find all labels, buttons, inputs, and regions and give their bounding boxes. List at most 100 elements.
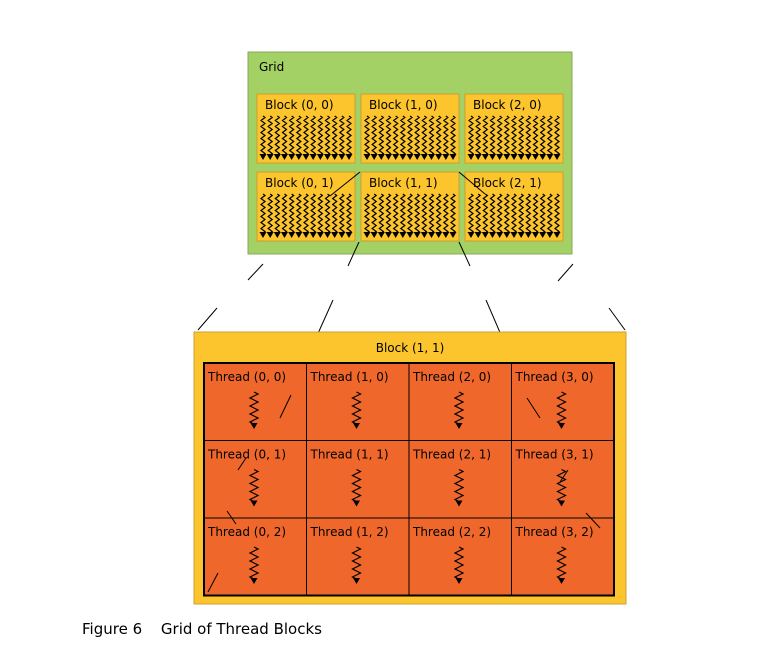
mini-thread-icon xyxy=(363,193,371,238)
thread-wave xyxy=(338,115,345,156)
grid-block-label: Block (1, 0) xyxy=(369,98,438,112)
thread-wave xyxy=(475,193,482,234)
thread-wave xyxy=(554,193,560,234)
mini-thread-icon xyxy=(428,115,435,160)
mini-thread-icon xyxy=(489,193,496,238)
thread-arrowhead xyxy=(345,154,353,160)
thread-icon xyxy=(351,468,362,507)
thread-arrowhead xyxy=(338,154,346,160)
thread-label: Thread (0, 2) xyxy=(207,525,286,539)
thread-arrowhead xyxy=(353,500,360,507)
thread-arrowhead xyxy=(420,232,428,238)
thread-wave xyxy=(331,193,338,234)
zoom-guide-line xyxy=(608,307,626,331)
grid-block: Block (2, 1) xyxy=(464,171,564,242)
thread-arrowhead xyxy=(377,232,385,238)
thread-cell: Thread (1, 2) xyxy=(306,517,410,596)
mini-thread-icon xyxy=(377,193,385,238)
thread-wave xyxy=(453,391,465,425)
mini-thread-icon xyxy=(316,115,324,160)
thread-arrowhead xyxy=(510,154,518,160)
thread-wave xyxy=(496,193,503,234)
figure-caption: Figure 6 Grid of Thread Blocks xyxy=(82,620,322,638)
thread-arrowhead xyxy=(338,232,346,238)
mini-thread-icon xyxy=(449,115,457,160)
thread-arrowhead xyxy=(273,154,281,160)
thread-arrowhead xyxy=(489,232,496,238)
thread-wave xyxy=(267,193,274,234)
mini-thread-icon xyxy=(413,193,421,238)
figure-title: Grid of Thread Blocks xyxy=(160,620,322,638)
thread-wave xyxy=(525,115,532,156)
grid-block: Block (0, 0) xyxy=(256,93,356,164)
mini-thread-icon xyxy=(435,193,443,238)
thread-wave xyxy=(421,193,428,234)
mini-thread-icon xyxy=(532,115,539,160)
thread-arrowhead xyxy=(250,423,258,429)
thread-label: Thread (3, 1) xyxy=(515,448,594,462)
thread-wave xyxy=(518,193,525,234)
mini-thread-icon xyxy=(392,115,400,160)
thread-arrowhead xyxy=(481,154,489,160)
mini-thread-icon xyxy=(338,115,346,160)
mini-thread-icon xyxy=(474,115,482,160)
thread-wave xyxy=(324,115,331,156)
thread-arrowhead xyxy=(539,232,547,238)
thread-arrowhead xyxy=(546,232,554,238)
thread-wave xyxy=(378,115,385,156)
thread-arrowhead xyxy=(474,232,482,238)
mini-thread-icon xyxy=(553,115,561,160)
thread-cell: Thread (2, 0) xyxy=(408,362,512,441)
grid-block: Block (0, 1) xyxy=(256,171,356,242)
thread-arrowhead xyxy=(324,232,331,238)
thread-wave xyxy=(385,115,392,156)
thread-wave xyxy=(421,115,428,156)
thread-wave xyxy=(503,115,510,156)
mini-thread-icon xyxy=(546,193,554,238)
thread-wave xyxy=(288,193,295,234)
mini-thread-icon xyxy=(266,193,274,238)
thread-wave xyxy=(260,193,266,234)
thread-wave xyxy=(392,115,399,156)
thread-cell-box xyxy=(203,517,307,596)
mini-thread-icon xyxy=(517,193,525,238)
thread-label: Thread (1, 2) xyxy=(310,525,389,539)
mini-thread-icon xyxy=(489,115,496,160)
mini-thread-icon xyxy=(546,115,554,160)
thread-label: Thread (3, 0) xyxy=(515,370,594,384)
thread-arrowhead xyxy=(331,154,339,160)
thread-cell-box xyxy=(203,362,307,441)
thread-arrowhead xyxy=(503,232,511,238)
thread-label: Thread (2, 1) xyxy=(412,448,491,462)
thread-arrowhead xyxy=(302,154,310,160)
thread-arrowhead xyxy=(496,154,504,160)
zoom-guide-line xyxy=(458,171,486,195)
mini-thread-icon xyxy=(399,193,407,238)
thread-arrowhead xyxy=(392,154,400,160)
thread-wave xyxy=(392,193,399,234)
mini-thread-icon xyxy=(288,193,296,238)
zoom-guide-line xyxy=(247,263,264,281)
grid-block-label: Block (1, 1) xyxy=(369,176,438,190)
thread-icon xyxy=(248,391,260,429)
thread-cell: Thread (1, 1) xyxy=(306,440,410,519)
thread-label: Thread (1, 0) xyxy=(310,370,389,384)
thread-arrowhead xyxy=(385,232,392,238)
mini-thread-icon xyxy=(370,193,378,238)
thread-wave xyxy=(310,193,317,234)
thread-wave xyxy=(399,115,406,156)
mini-thread-icon xyxy=(481,115,489,160)
grid-block-label: Block (0, 1) xyxy=(265,176,334,190)
thread-arrowhead xyxy=(455,500,463,507)
mini-thread-icon xyxy=(496,115,504,160)
mini-thread-icon xyxy=(309,193,317,238)
mini-thread-icon xyxy=(474,193,482,238)
thread-arrowhead xyxy=(474,154,482,160)
mini-thread-icon xyxy=(377,115,385,160)
thread-arrowhead xyxy=(316,232,324,238)
thread-arrowhead xyxy=(413,154,421,160)
thread-wave xyxy=(346,115,352,156)
mini-thread-icon xyxy=(370,115,378,160)
thread-cell: Thread (1, 0) xyxy=(306,362,410,441)
thread-label: Thread (1, 1) xyxy=(310,448,389,462)
